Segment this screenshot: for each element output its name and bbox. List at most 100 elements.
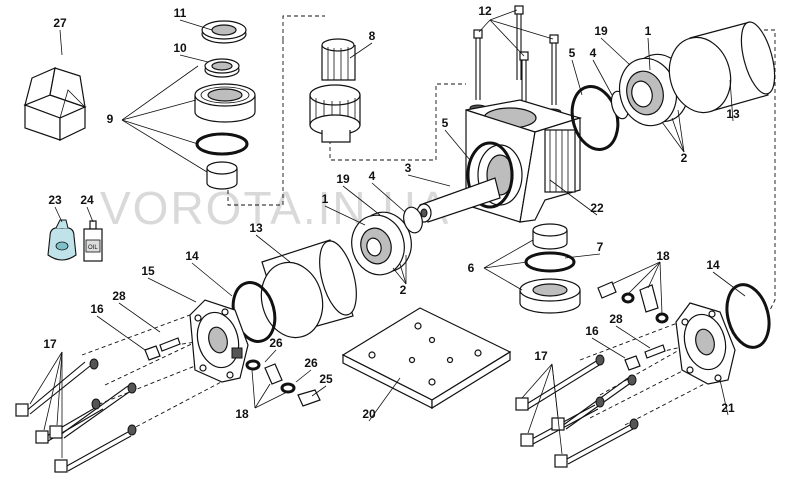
part-fittings-left xyxy=(245,359,321,407)
leader-line xyxy=(564,253,601,259)
svg-text:OIL: OIL xyxy=(88,245,98,251)
leader-lines xyxy=(29,9,746,458)
leader-line xyxy=(96,315,146,351)
leader-line xyxy=(549,179,598,216)
part-nipple-left xyxy=(159,337,181,352)
callout-3: 3 xyxy=(405,161,412,175)
part-o-ring-far-right xyxy=(725,283,771,349)
callout-1: 1 xyxy=(322,192,329,206)
callout-15: 15 xyxy=(141,264,155,278)
leader-line xyxy=(59,29,63,56)
callout-5: 5 xyxy=(569,46,576,60)
leader-line xyxy=(86,206,94,223)
callout-28: 28 xyxy=(609,312,623,326)
leader-line xyxy=(444,129,471,161)
leader-line xyxy=(592,59,613,96)
part-plug-right xyxy=(624,344,666,371)
part-bearing-housing xyxy=(194,83,256,123)
callout-18: 18 xyxy=(235,407,249,421)
callout-17: 17 xyxy=(43,337,57,351)
leader-line xyxy=(342,185,381,216)
callout-19: 19 xyxy=(336,172,350,186)
part-o-ring xyxy=(195,132,249,156)
callout-19: 19 xyxy=(594,24,608,38)
leader-line xyxy=(600,37,631,66)
callout-6: 6 xyxy=(468,261,475,275)
callout-27: 27 xyxy=(53,16,67,30)
leader-line xyxy=(712,271,746,297)
part-flange-left xyxy=(189,299,249,383)
callout-22: 22 xyxy=(590,201,604,215)
part-long-bolts-right xyxy=(515,354,639,468)
callout-24: 24 xyxy=(80,193,94,207)
leader-line xyxy=(368,377,401,422)
callout-1: 1 xyxy=(645,24,652,38)
leader-line xyxy=(295,369,312,383)
callout-9: 9 xyxy=(107,112,114,126)
callout-4: 4 xyxy=(590,46,597,60)
callout-26: 26 xyxy=(269,336,283,350)
leader-line xyxy=(719,379,729,416)
callout-25: 25 xyxy=(319,372,333,386)
callout-7: 7 xyxy=(597,240,604,254)
part-flange-right xyxy=(675,302,736,385)
leader-line xyxy=(54,206,63,223)
part-bearing-bottom xyxy=(519,278,581,314)
callout-2: 2 xyxy=(400,283,407,297)
part-base-plate xyxy=(341,307,512,410)
leader-line xyxy=(591,337,626,359)
part-bearing-left xyxy=(351,211,412,276)
callout-16: 16 xyxy=(585,324,599,338)
leader-line xyxy=(349,42,373,59)
part-seal-cap xyxy=(201,20,247,44)
part-small-bushing xyxy=(532,223,568,250)
callout-16: 16 xyxy=(90,302,104,316)
part-retaining-ring xyxy=(204,58,240,78)
callout-11: 11 xyxy=(174,6,187,20)
callout-23: 23 xyxy=(48,193,62,207)
part-cover-left xyxy=(260,239,357,339)
part-grease-bag xyxy=(47,219,77,261)
callout-28: 28 xyxy=(112,289,126,303)
leader-line xyxy=(571,59,583,96)
part-long-bolts-left xyxy=(15,358,137,473)
callout-14: 14 xyxy=(185,249,199,263)
part-plug-left xyxy=(144,345,161,361)
leader-line xyxy=(371,182,406,213)
part-bushing xyxy=(206,161,238,190)
part-bearing-right xyxy=(618,53,690,127)
callout-2: 2 xyxy=(681,151,688,165)
leader-line xyxy=(407,174,451,187)
part-o-ring-bottom xyxy=(524,251,576,273)
callout-13: 13 xyxy=(249,221,263,235)
part-washer-left xyxy=(403,206,423,234)
callout-17: 17 xyxy=(534,349,548,363)
callout-18: 18 xyxy=(656,249,670,263)
leader-line xyxy=(324,205,366,226)
leader-line xyxy=(179,54,209,63)
callout-13: 13 xyxy=(726,107,740,121)
callout-5: 5 xyxy=(442,116,449,130)
part-oil-bottle: OIL xyxy=(83,220,103,262)
leader-line xyxy=(647,37,651,71)
leader-line xyxy=(729,79,734,122)
callout-10: 10 xyxy=(173,41,187,55)
callout-8: 8 xyxy=(369,29,376,43)
leader-line xyxy=(179,19,213,31)
leader-line xyxy=(255,234,291,263)
leader-line xyxy=(264,349,277,363)
leader-line xyxy=(118,302,161,333)
callout-21: 21 xyxy=(721,401,735,415)
part-box xyxy=(23,66,87,141)
callout-20: 20 xyxy=(362,407,376,421)
part-spline-shaft xyxy=(309,38,361,143)
callout-26: 26 xyxy=(304,356,318,370)
callout-14: 14 xyxy=(706,258,720,272)
part-cover-right xyxy=(668,21,776,114)
leader-line xyxy=(311,385,327,397)
callout-12: 12 xyxy=(478,4,492,18)
callout-4: 4 xyxy=(369,169,376,183)
